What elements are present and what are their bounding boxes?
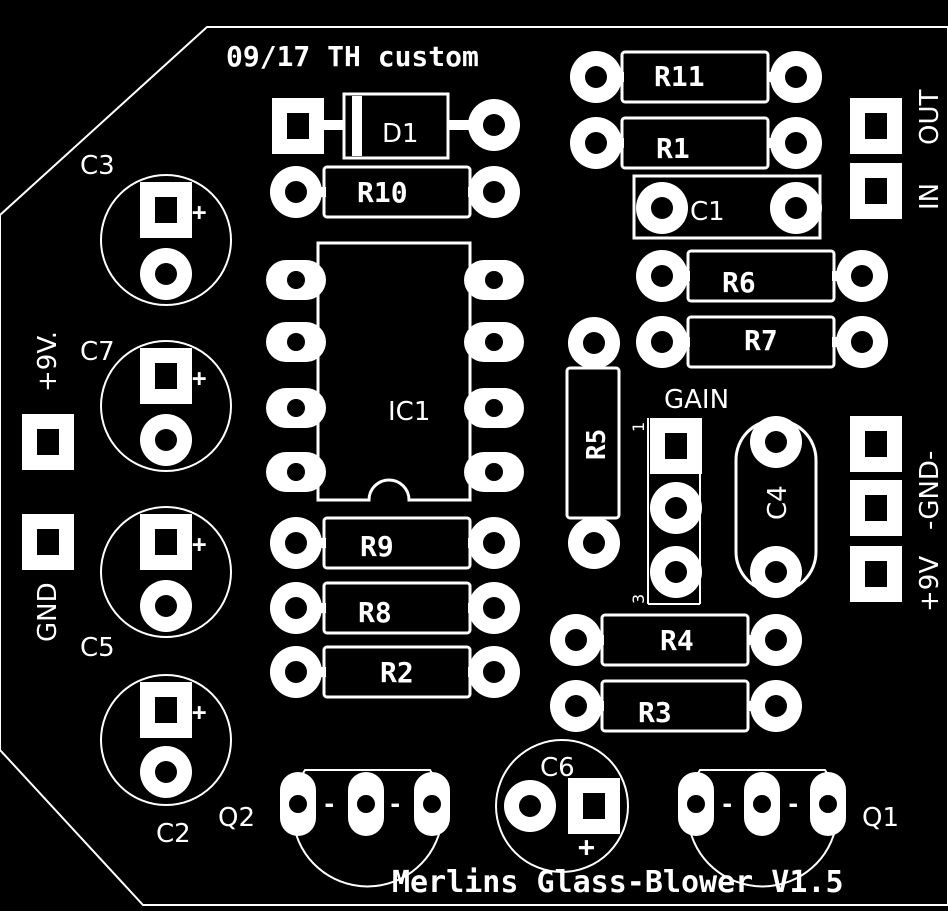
connector-power-right: -GND- +9V [850, 416, 945, 612]
transistor-q1-label: Q1 [862, 803, 899, 833]
transistor-q2: - - Q2 [218, 769, 450, 888]
capacitor-c7-label: C7 [80, 337, 115, 367]
connector-out-in: OUT IN [850, 90, 945, 219]
resistor-r10-label: R10 [357, 176, 408, 209]
resistor-r7: R7 [636, 315, 888, 369]
pot-gain-label: GAIN [664, 385, 729, 415]
capacitor-c2: + C2 [100, 674, 232, 849]
transistor-q1-pinmark-2: - [786, 790, 800, 818]
resistor-r1-label: R1 [656, 132, 690, 165]
connector-gnd-right-label: -GND- [915, 451, 945, 530]
resistor-r7-label: R7 [744, 324, 778, 357]
capacitor-c3-plus: + [192, 198, 206, 226]
resistor-r1: R1 [570, 116, 822, 170]
resistor-r2-label: R2 [380, 656, 414, 689]
transistor-q2-pinmark-1: - [322, 790, 336, 818]
connector-power-left: +9V. GND [22, 331, 74, 642]
capacitor-c4-label: C4 [763, 485, 793, 520]
resistor-r2: R2 [270, 645, 520, 699]
resistor-r9-label: R9 [360, 530, 394, 563]
resistor-r8-label: R8 [358, 596, 392, 629]
capacitor-c1-label: C1 [690, 197, 725, 227]
resistor-r6: R6 [636, 249, 888, 303]
resistor-r5-label: R5 [582, 429, 612, 460]
board-outline [0, 26, 948, 906]
connector-out-label: OUT [915, 90, 945, 145]
resistor-r3: R3 [550, 679, 802, 733]
pot-pin1-label: 1 [629, 422, 648, 432]
resistor-r5: R5 [565, 317, 621, 569]
diode-d1-label: D1 [382, 119, 419, 149]
resistor-r3-label: R3 [638, 696, 672, 729]
capacitor-c6: + C6 [495, 739, 629, 873]
resistor-r9: R9 [270, 516, 520, 570]
date-label: 09/17 TH custom [226, 40, 479, 73]
capacitor-c5: + C5 [80, 506, 232, 663]
resistor-r6-label: R6 [722, 266, 756, 299]
capacitor-c5-plus: + [192, 530, 206, 558]
resistor-r11-label: R11 [654, 60, 705, 93]
capacitor-c6-label: C6 [540, 753, 575, 783]
transistor-q2-label: Q2 [218, 803, 255, 833]
pot-pin3-label: 3 [629, 594, 648, 604]
resistor-r10: R10 [270, 165, 520, 219]
ic-ic1-label: IC1 [388, 397, 430, 427]
capacitor-c6-plus: + [578, 830, 595, 863]
resistor-r11: R11 [570, 50, 822, 104]
resistor-r4-label: R4 [660, 624, 694, 657]
resistor-r4: R4 [550, 613, 802, 667]
ic-ic1: IC1 [266, 241, 524, 502]
connector-9v-right-label: +9V [915, 556, 945, 612]
transistor-q1-pinmark-1: - [720, 790, 734, 818]
board-title: Merlins Glass-Blower V1.5 [392, 865, 844, 900]
capacitor-c7-plus: + [192, 364, 206, 392]
capacitor-c3: + C3 [80, 151, 232, 306]
capacitor-c2-plus: + [192, 698, 206, 726]
transistor-q2-pinmark-2: - [388, 790, 402, 818]
connector-gnd-left-label: GND [33, 582, 63, 642]
diode-d1: D1 [272, 92, 520, 160]
capacitor-c7: + C7 [80, 337, 232, 472]
pot-gain: GAIN 1 3 [629, 385, 729, 605]
capacitor-c3-label: C3 [80, 151, 115, 181]
capacitor-c5-label: C5 [80, 633, 115, 663]
resistor-r8: R8 [270, 581, 520, 635]
connector-in-label: IN [915, 183, 945, 210]
capacitor-c2-label: C2 [156, 819, 191, 849]
capacitor-c4: C4 [734, 416, 818, 598]
connector-9v-left-label: +9V. [33, 331, 63, 392]
transistor-q1: - - Q1 [678, 769, 899, 888]
capacitor-c1: C1 [632, 174, 822, 240]
